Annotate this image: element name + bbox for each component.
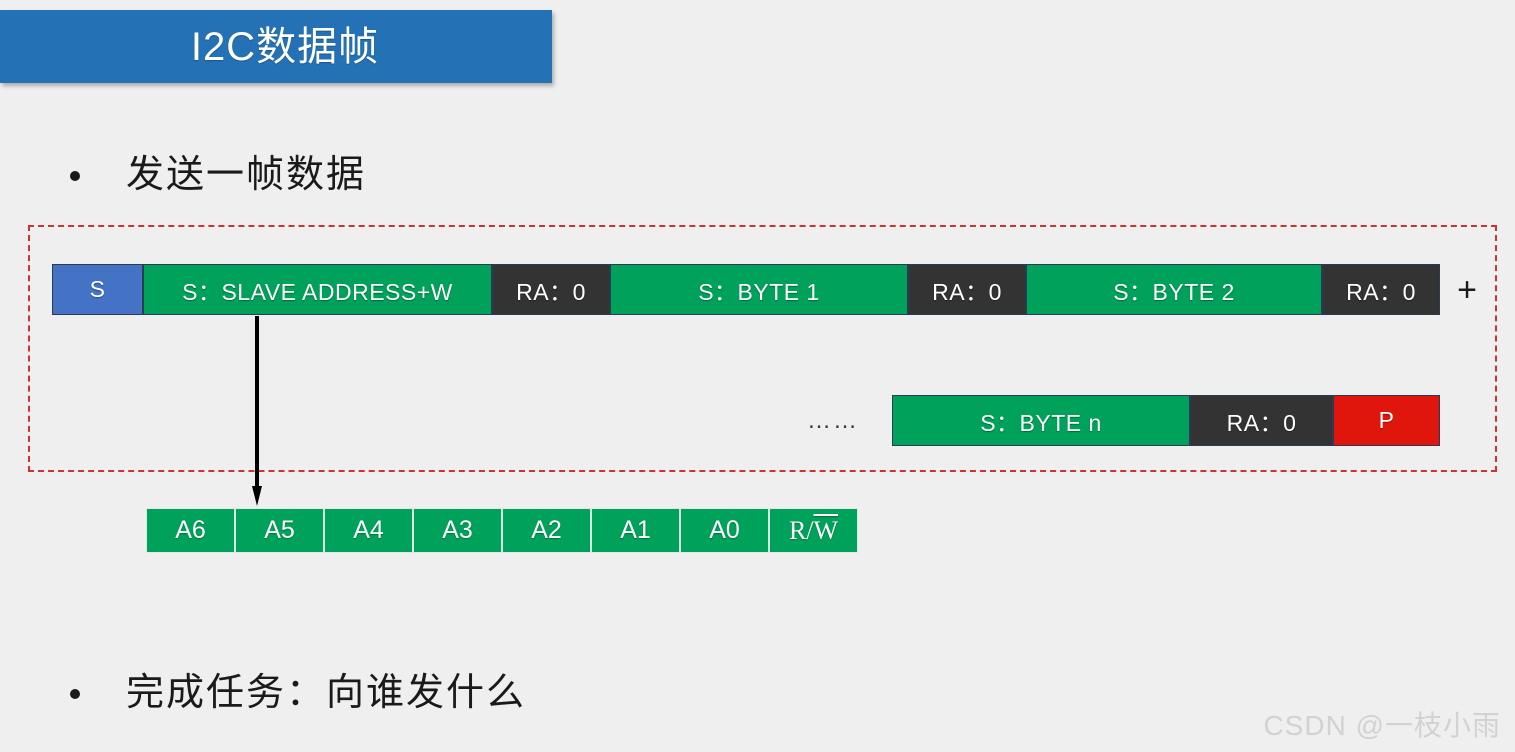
frame-block-ack-3: RA：0 (1322, 264, 1440, 315)
frame-block-stop: P (1333, 395, 1440, 446)
frame-ellipsis: …… (807, 406, 859, 434)
address-bit-a5: A5 (235, 508, 324, 553)
data-frame-dashed-region (28, 225, 1497, 472)
csdn-watermark: CSDN @一枝小雨 (1263, 710, 1501, 741)
address-bit-a0: A0 (680, 508, 769, 553)
address-bit-a3: A3 (413, 508, 502, 553)
address-bit-a2: A2 (502, 508, 591, 553)
bullet-dot-icon (70, 688, 80, 699)
frame-block-ack-4: RA：0 (1190, 395, 1333, 446)
slide-title-banner: I2C数据帧 (0, 10, 552, 83)
bullet-task: 完成任务：向谁发什么 (70, 672, 527, 715)
address-bit-a1: A1 (591, 508, 680, 553)
bullet-send-frame: 发送一帧数据 (70, 154, 367, 197)
page-title: I2C数据帧 (190, 24, 380, 69)
frame-block-start: S (52, 264, 143, 315)
frame-block-byte-n: S：BYTE n (892, 395, 1190, 446)
rw-prefix: R/ (788, 515, 814, 545)
bullet-dot-icon (70, 170, 80, 181)
frame-block-byte-1: S：BYTE 1 (610, 264, 908, 315)
frame-block-slave-addr: S：SLAVE ADDRESS+W (143, 264, 492, 315)
bullet-task-label: 完成任务：向谁发什么 (126, 672, 527, 714)
frame-block-ack-2: RA：0 (908, 264, 1026, 315)
frame-block-byte-2: S：BYTE 2 (1026, 264, 1322, 315)
address-expansion-arrow-icon (252, 316, 262, 506)
rw-overlined-w: W (813, 515, 839, 545)
address-bit-a4: A4 (324, 508, 413, 553)
address-bit-a6: A6 (146, 508, 235, 553)
continuation-plus-symbol: + (1457, 270, 1477, 309)
address-bit-read-write: R/W (769, 508, 858, 553)
frame-block-ack-1: RA：0 (492, 264, 610, 315)
address-bit-row: A6 A5 A4 A3 A2 A1 A0 R/W (146, 508, 858, 553)
bullet-send-frame-label: 发送一帧数据 (126, 154, 367, 196)
